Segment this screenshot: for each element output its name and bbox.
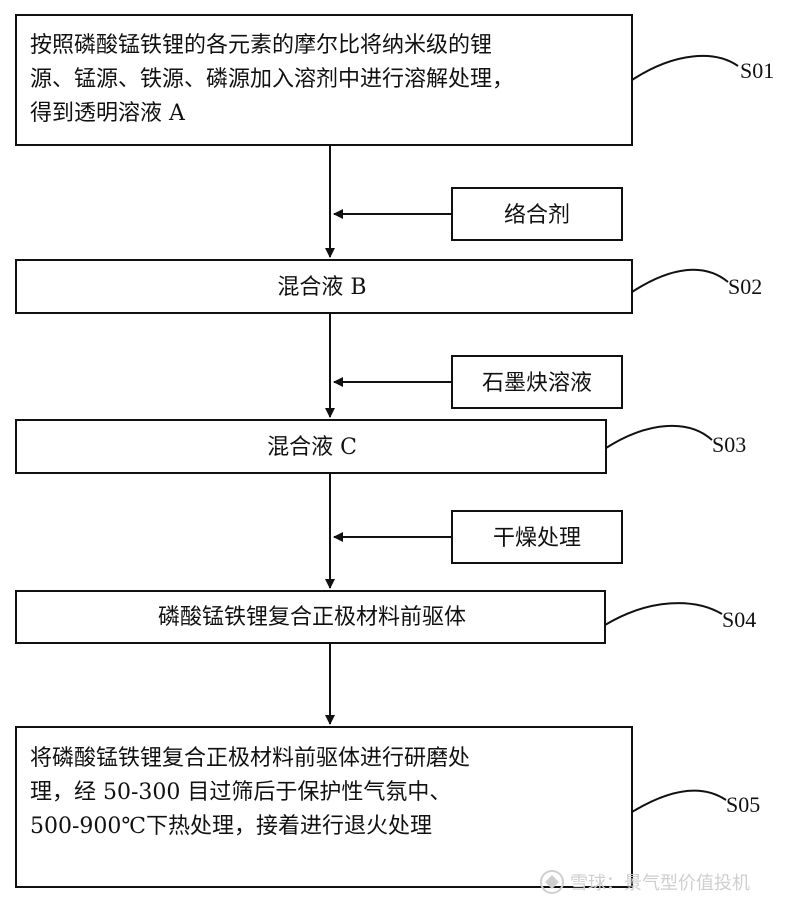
step-s01-line-2: 源、锰源、铁源、磷源加入溶剂中进行溶解处理， — [30, 67, 514, 92]
step-s05-line-2: 理，经 50-300 目过筛后于保护性气氛中、 — [30, 780, 451, 805]
step-s05-line-1: 将磷酸锰铁锂复合正极材料前驱体进行研磨处 — [30, 746, 470, 771]
step-label-s03: S03 — [712, 432, 746, 457]
connector-s04 — [604, 602, 723, 626]
step-s01-line-3: 得到透明溶液 A — [30, 101, 186, 126]
snowball-logo-icon — [540, 870, 564, 894]
addition-1-text: 络合剂 — [504, 203, 570, 228]
step-label-s02: S02 — [728, 274, 762, 299]
connector-s05 — [631, 789, 727, 813]
addition-3-text: 干燥处理 — [493, 526, 581, 551]
connector-s02 — [631, 268, 729, 293]
connector-s01 — [631, 55, 739, 81]
step-label-s04: S04 — [722, 607, 756, 632]
connector-s03 — [605, 424, 713, 449]
step-s04-text: 磷酸锰铁锂复合正极材料前驱体 — [158, 605, 466, 630]
step-box-s01 — [15, 14, 633, 146]
step-label-s05: S05 — [726, 792, 760, 817]
step-box-s05 — [15, 726, 633, 888]
watermark-text: 雪球：景气型价值投机 — [570, 873, 750, 894]
addition-2-text: 石墨炔溶液 — [482, 371, 592, 396]
step-s05-line-3: 500-900℃下热处理，接着进行退火处理 — [30, 814, 432, 839]
step-label-s01: S01 — [740, 58, 774, 83]
step-s03-text: 混合液 C — [267, 435, 357, 460]
step-box-s02 — [15, 259, 633, 314]
step-box-s04 — [15, 590, 606, 644]
addition-box-2 — [451, 355, 623, 409]
step-s01-line-1: 按照磷酸锰铁锂的各元素的摩尔比将纳米级的锂 — [30, 33, 492, 58]
watermark: 雪球：景气型价值投机 — [540, 870, 750, 894]
step-box-s03 — [15, 419, 607, 474]
addition-box-3 — [451, 510, 623, 564]
step-s02-text: 混合液 B — [277, 275, 366, 300]
addition-box-1 — [451, 187, 623, 241]
